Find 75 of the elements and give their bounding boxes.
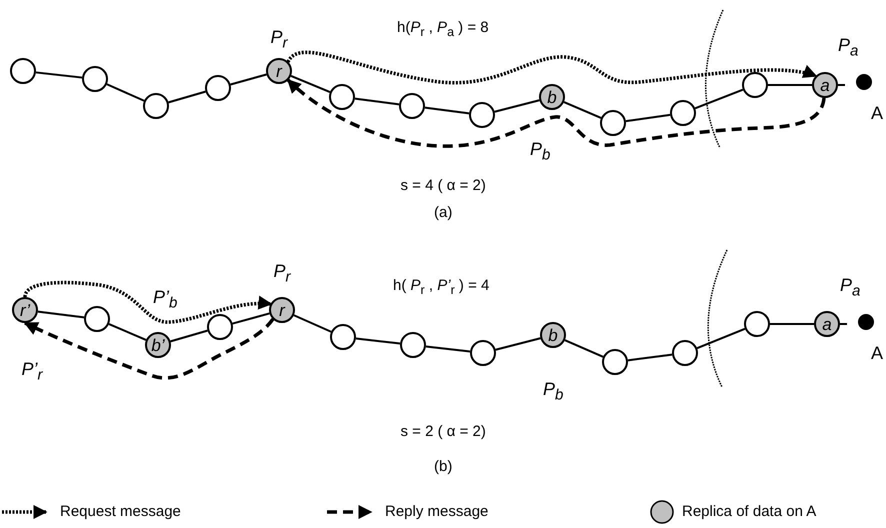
node-circle [672,340,698,366]
link-line [36,71,82,79]
link-line [768,84,812,86]
node-circle [207,314,233,340]
replica-node: r’ [12,297,38,323]
peer-label: P’$_{b}$ [153,288,178,312]
link-line [494,99,540,113]
link-line [170,330,208,342]
peer-label: P$_{b}$ [543,380,564,404]
legend-text: Reply message [385,504,488,520]
peer-label: P$_{b}$ [530,140,550,164]
dashed-arrow [24,318,274,380]
link-line [230,74,267,86]
panel-caption: (a) [434,204,452,221]
link-line [354,98,400,106]
node-circle [744,311,770,337]
link-line [628,354,672,362]
node-circle [400,332,426,358]
dashed-arrow [286,78,826,148]
data-source-dot [856,74,872,90]
replica-node: a [814,311,840,337]
link-line [290,75,330,93]
link-line [356,337,400,345]
node-circle [602,349,628,375]
panel-caption: (b) [434,458,452,475]
node-name: A [871,104,884,124]
replica-node: b [540,322,566,348]
node-circle [329,84,355,110]
node-name: A [871,344,884,364]
parameter-note: s = 4 ( α = 2) [400,178,486,194]
peer-label: P’$_{r}$ [22,360,43,384]
node-circle [205,75,231,101]
peer-label: P$_{r}$ [274,262,291,286]
link-line [426,345,470,353]
legend-text: Replica of data on A [682,504,816,520]
link-line [108,323,146,341]
node-circle [469,102,495,128]
legend-text: Request message [60,504,181,520]
node-circle [10,58,36,84]
peer-label: P$_{a}$ [838,36,858,60]
dotted-arrow [23,280,272,324]
dotted-arrow [286,50,818,84]
link-line [626,114,670,122]
link-line [564,101,602,119]
node-circle [82,66,108,92]
link-line [232,312,270,325]
node-circle [742,72,768,98]
node-circle [399,93,425,119]
node-circle [470,340,496,366]
link-line [424,106,470,114]
link-line [696,328,746,350]
hop-count-formula: h( P$_{r}$ , P’$_{r}$ ) = 4 [393,278,490,298]
replica-node: r [269,297,295,323]
link-line [38,310,84,318]
node-circle [143,93,169,119]
parameter-note: s = 2 ( α = 2) [400,424,486,440]
link-line [564,339,604,358]
replica-node: b [539,84,565,110]
link-line [495,337,541,351]
link-line [106,83,145,102]
data-source-dot [858,314,874,330]
peer-label: P$_{a}$ [840,276,860,300]
replica-node: b’ [145,332,171,358]
link-line [694,88,744,110]
link-line [168,90,206,104]
node-circle [84,306,110,332]
node-circle [600,110,626,136]
link-line [293,314,332,333]
node-circle [330,324,356,350]
replica-node: r [266,58,292,84]
replica-node: a [812,72,838,98]
link-line [770,323,814,325]
node-circle [670,100,696,126]
hop-count-formula: h(P$_{r}$ , P$_{a}$ ) = 8 [397,20,489,40]
peer-label: P$_{r}$ [270,28,288,52]
